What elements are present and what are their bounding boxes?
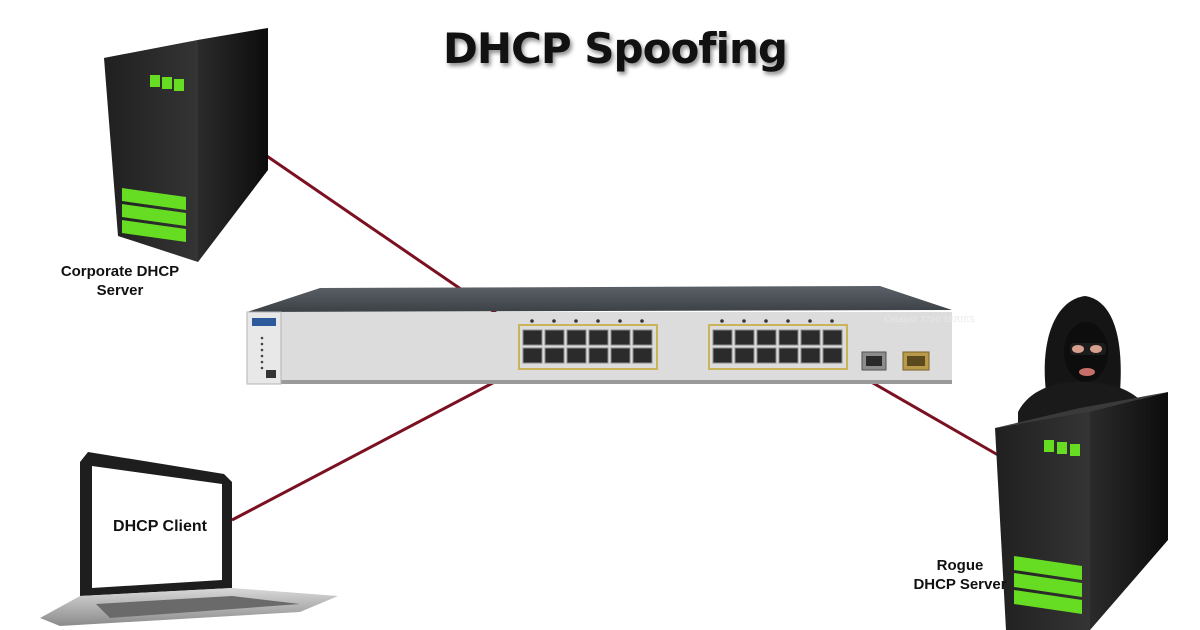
port-led [742,319,746,323]
rogue-server-label: Rogue DHCP Server [895,556,1025,594]
port-led [808,319,812,323]
port-bank-left [518,319,658,370]
dhcp-client-laptop-icon [40,452,338,626]
corporate-server-label-line1: Corporate DHCP [60,263,180,280]
switch-port [522,347,543,364]
switch-port [544,329,565,346]
rogue-server-label-line2: DHCP Server [913,576,1007,593]
switch-port [712,329,733,346]
corporate-dhcp-server-icon [104,28,268,262]
switch-model-label: Catalyst 3750 SERIES [884,315,975,324]
switch-port [756,329,777,346]
port-led [830,319,834,323]
port-led [618,319,622,323]
switch-port [756,347,777,364]
link-client-to-switch [231,363,528,522]
switch-port [734,347,755,364]
switch-port [588,347,609,364]
port-led [552,319,556,323]
corporate-server-label: Corporate DHCP Server [30,262,210,300]
switch-port [632,329,653,346]
switch-port [522,329,543,346]
port-led [764,319,768,323]
hooded-attacker-icon [1018,296,1140,430]
port-led [786,319,790,323]
switch-port [778,329,799,346]
corporate-server-label-line2: Server [96,282,144,299]
switch-port [544,347,565,364]
switch-port [632,347,653,364]
rogue-server-label-line1: Rogue [936,557,984,574]
switch-port [800,347,821,364]
switch-port [734,329,755,346]
switch-port [712,347,733,364]
switch-port [566,329,587,346]
page-title: DHCP Spoofing [443,24,788,73]
switch-port [566,347,587,364]
switch-port [822,347,843,364]
switch-port [610,347,631,364]
switch-port [610,329,631,346]
rogue-dhcp-server-icon [995,296,1168,630]
port-led [574,319,578,323]
switch-port [588,329,609,346]
switch-port [800,329,821,346]
client-label: DHCP Client [113,518,207,535]
port-led [640,319,644,323]
port-bank-right [708,319,848,370]
port-led [530,319,534,323]
switch-port [778,347,799,364]
network-switch-icon [246,286,952,385]
switch-port [822,329,843,346]
port-led [596,319,600,323]
port-led [720,319,724,323]
